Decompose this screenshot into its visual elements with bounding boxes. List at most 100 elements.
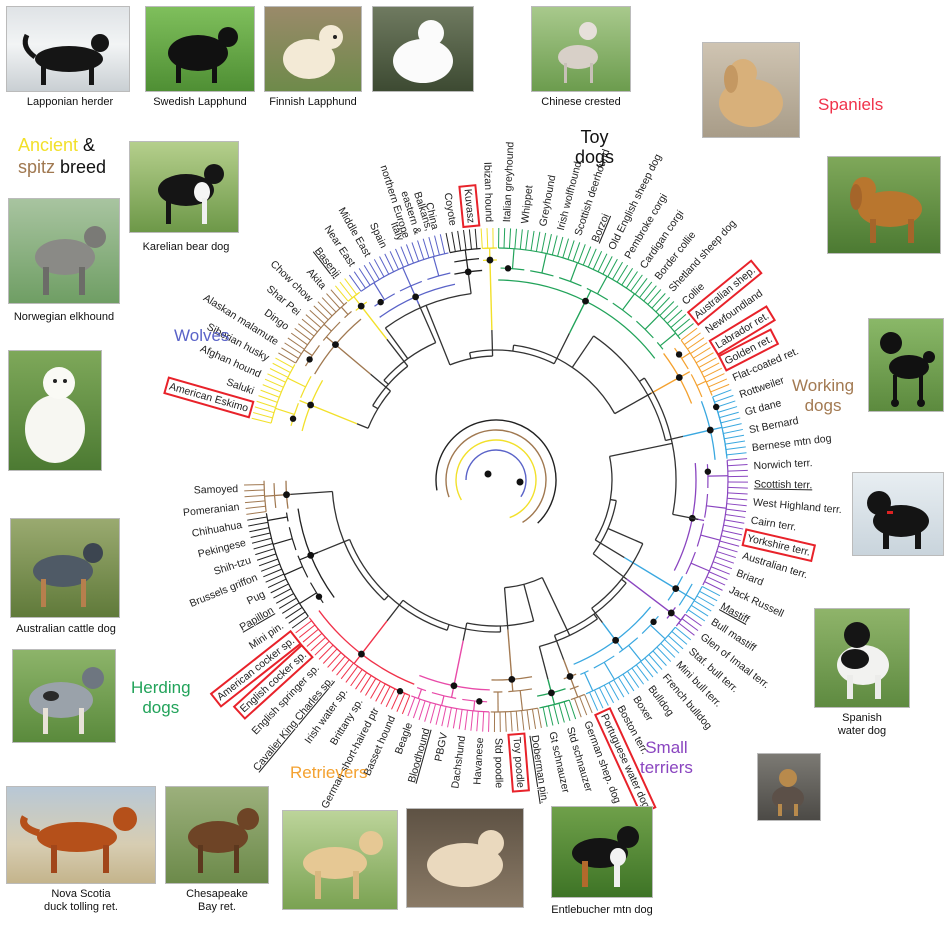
tree-branch bbox=[385, 688, 396, 708]
tree-branch bbox=[452, 708, 458, 729]
leaf-label: Cairn terr. bbox=[750, 514, 797, 533]
tree-arc bbox=[295, 301, 348, 364]
leaf-label-line: St Bernard bbox=[748, 415, 800, 436]
tree-branch bbox=[309, 309, 325, 325]
tree-branch bbox=[491, 330, 494, 357]
tree-branch bbox=[267, 373, 286, 383]
tree-branch bbox=[571, 335, 595, 368]
tree-branch bbox=[290, 332, 308, 346]
tree-branch bbox=[380, 686, 391, 705]
merle-shepherd-icon bbox=[29, 667, 104, 734]
tree-branch bbox=[716, 400, 736, 408]
tree-branch bbox=[663, 305, 679, 320]
tree-branch bbox=[553, 704, 560, 725]
tree-branch bbox=[722, 529, 743, 536]
bootstrap-node bbox=[283, 491, 290, 499]
tree-branch bbox=[464, 249, 468, 261]
tree-branch bbox=[446, 624, 450, 631]
black-spitz-on-grass-icon bbox=[168, 27, 238, 83]
tree-branch bbox=[317, 538, 350, 553]
caption-lapponian-herder: Lapponian herder bbox=[26, 96, 114, 108]
tree-arc bbox=[706, 464, 709, 489]
leaf-label-line: Pug bbox=[245, 588, 267, 607]
tree-branch bbox=[542, 707, 548, 727]
tree-arc bbox=[331, 643, 352, 663]
black-white-dog-icon bbox=[158, 164, 224, 224]
tree-branch bbox=[287, 337, 305, 350]
tree-branch bbox=[434, 235, 440, 256]
tree-branch bbox=[288, 611, 306, 624]
tree-arc bbox=[462, 698, 488, 703]
tree-branch bbox=[568, 699, 577, 720]
tree-branch bbox=[249, 527, 270, 533]
tree-branch bbox=[445, 232, 451, 253]
tree-branch bbox=[504, 711, 507, 732]
bootstrap-node bbox=[450, 682, 458, 690]
tree-branch bbox=[402, 267, 412, 287]
tree-branch bbox=[462, 622, 468, 641]
caption-norwegian-elkhound: Norwegian elkhound bbox=[13, 311, 115, 323]
highlight-box bbox=[458, 184, 481, 229]
leaf-label: Doberman pin. bbox=[529, 734, 551, 804]
tree-branch bbox=[634, 278, 648, 295]
leaf-label-group: Greyhound bbox=[537, 174, 558, 227]
leaf-label: Dachshund bbox=[449, 735, 468, 789]
caption-entlebucher-mountain-dog: Entlebucher mtn dog bbox=[551, 904, 653, 916]
leaf-label-line: Toy poodle bbox=[511, 737, 527, 789]
bootstrap-node bbox=[307, 551, 315, 559]
tree-branch bbox=[526, 709, 531, 730]
leaf-label: Std poodle bbox=[493, 738, 505, 788]
leaf-label-line: Spain bbox=[367, 221, 390, 251]
photo-merle-shepherd bbox=[12, 649, 116, 743]
leaf-label-line: Bernese mtn dog bbox=[751, 432, 832, 454]
tree-branch bbox=[616, 264, 629, 283]
highlight-box bbox=[163, 376, 255, 419]
photo-norwegian-elkhound bbox=[8, 198, 120, 304]
tree-branch bbox=[418, 303, 437, 343]
tree-branch bbox=[727, 497, 748, 501]
photo-yorkshire-terrier bbox=[757, 753, 821, 821]
tree-branch bbox=[690, 562, 710, 572]
leaf-label: Norwich terr. bbox=[753, 457, 812, 472]
tree-branch bbox=[696, 595, 715, 607]
photo-buff-cocker-spaniel bbox=[702, 42, 800, 138]
tree-arc bbox=[427, 272, 451, 280]
leaf-label-group: Briard bbox=[735, 567, 766, 588]
caption-swedish-lapphund: Swedish Lapphund bbox=[153, 96, 247, 108]
tree-branch bbox=[708, 571, 728, 581]
tree-branch bbox=[648, 654, 663, 670]
bootstrap-node bbox=[358, 650, 365, 658]
tree-branch bbox=[537, 708, 542, 728]
tree-branch bbox=[644, 657, 658, 674]
tree-branch bbox=[622, 673, 635, 692]
tree-branch bbox=[579, 696, 588, 716]
tree-branch bbox=[441, 695, 445, 706]
caption-chinese-crested: Chinese crested bbox=[541, 96, 621, 108]
leaf-label-group: Bernese mtn dog bbox=[751, 432, 832, 454]
tree-arc bbox=[558, 277, 582, 287]
tree-branch bbox=[724, 434, 745, 440]
tree-branch bbox=[318, 644, 334, 660]
leaf-label-group: Pug bbox=[245, 588, 267, 607]
tree-branch bbox=[594, 539, 625, 559]
tree-branch bbox=[395, 248, 404, 268]
leaf-label-line: Scottish terr. bbox=[754, 478, 813, 491]
golden-retriever-icon bbox=[427, 830, 504, 887]
tree-branch bbox=[313, 305, 329, 321]
tree-branch bbox=[303, 349, 313, 357]
tree-branch bbox=[424, 702, 431, 722]
tree-branch bbox=[535, 231, 541, 252]
leaf-label-line: Chihuahua bbox=[191, 519, 243, 540]
tree-branch bbox=[553, 635, 565, 660]
leaf-label-group: PBGV bbox=[432, 732, 450, 763]
tree-branch bbox=[651, 293, 666, 309]
tree-branch bbox=[635, 664, 649, 682]
photo-swedish-lapphund bbox=[145, 6, 255, 92]
tree-branch bbox=[584, 694, 593, 714]
tree-branch bbox=[469, 352, 472, 359]
caption-karelian-bear-dog: Karelian bear dog bbox=[142, 241, 230, 253]
tree-branch bbox=[712, 561, 733, 570]
tree-branch bbox=[386, 599, 404, 622]
tree-branch bbox=[422, 238, 430, 259]
tree-branch bbox=[305, 314, 322, 329]
